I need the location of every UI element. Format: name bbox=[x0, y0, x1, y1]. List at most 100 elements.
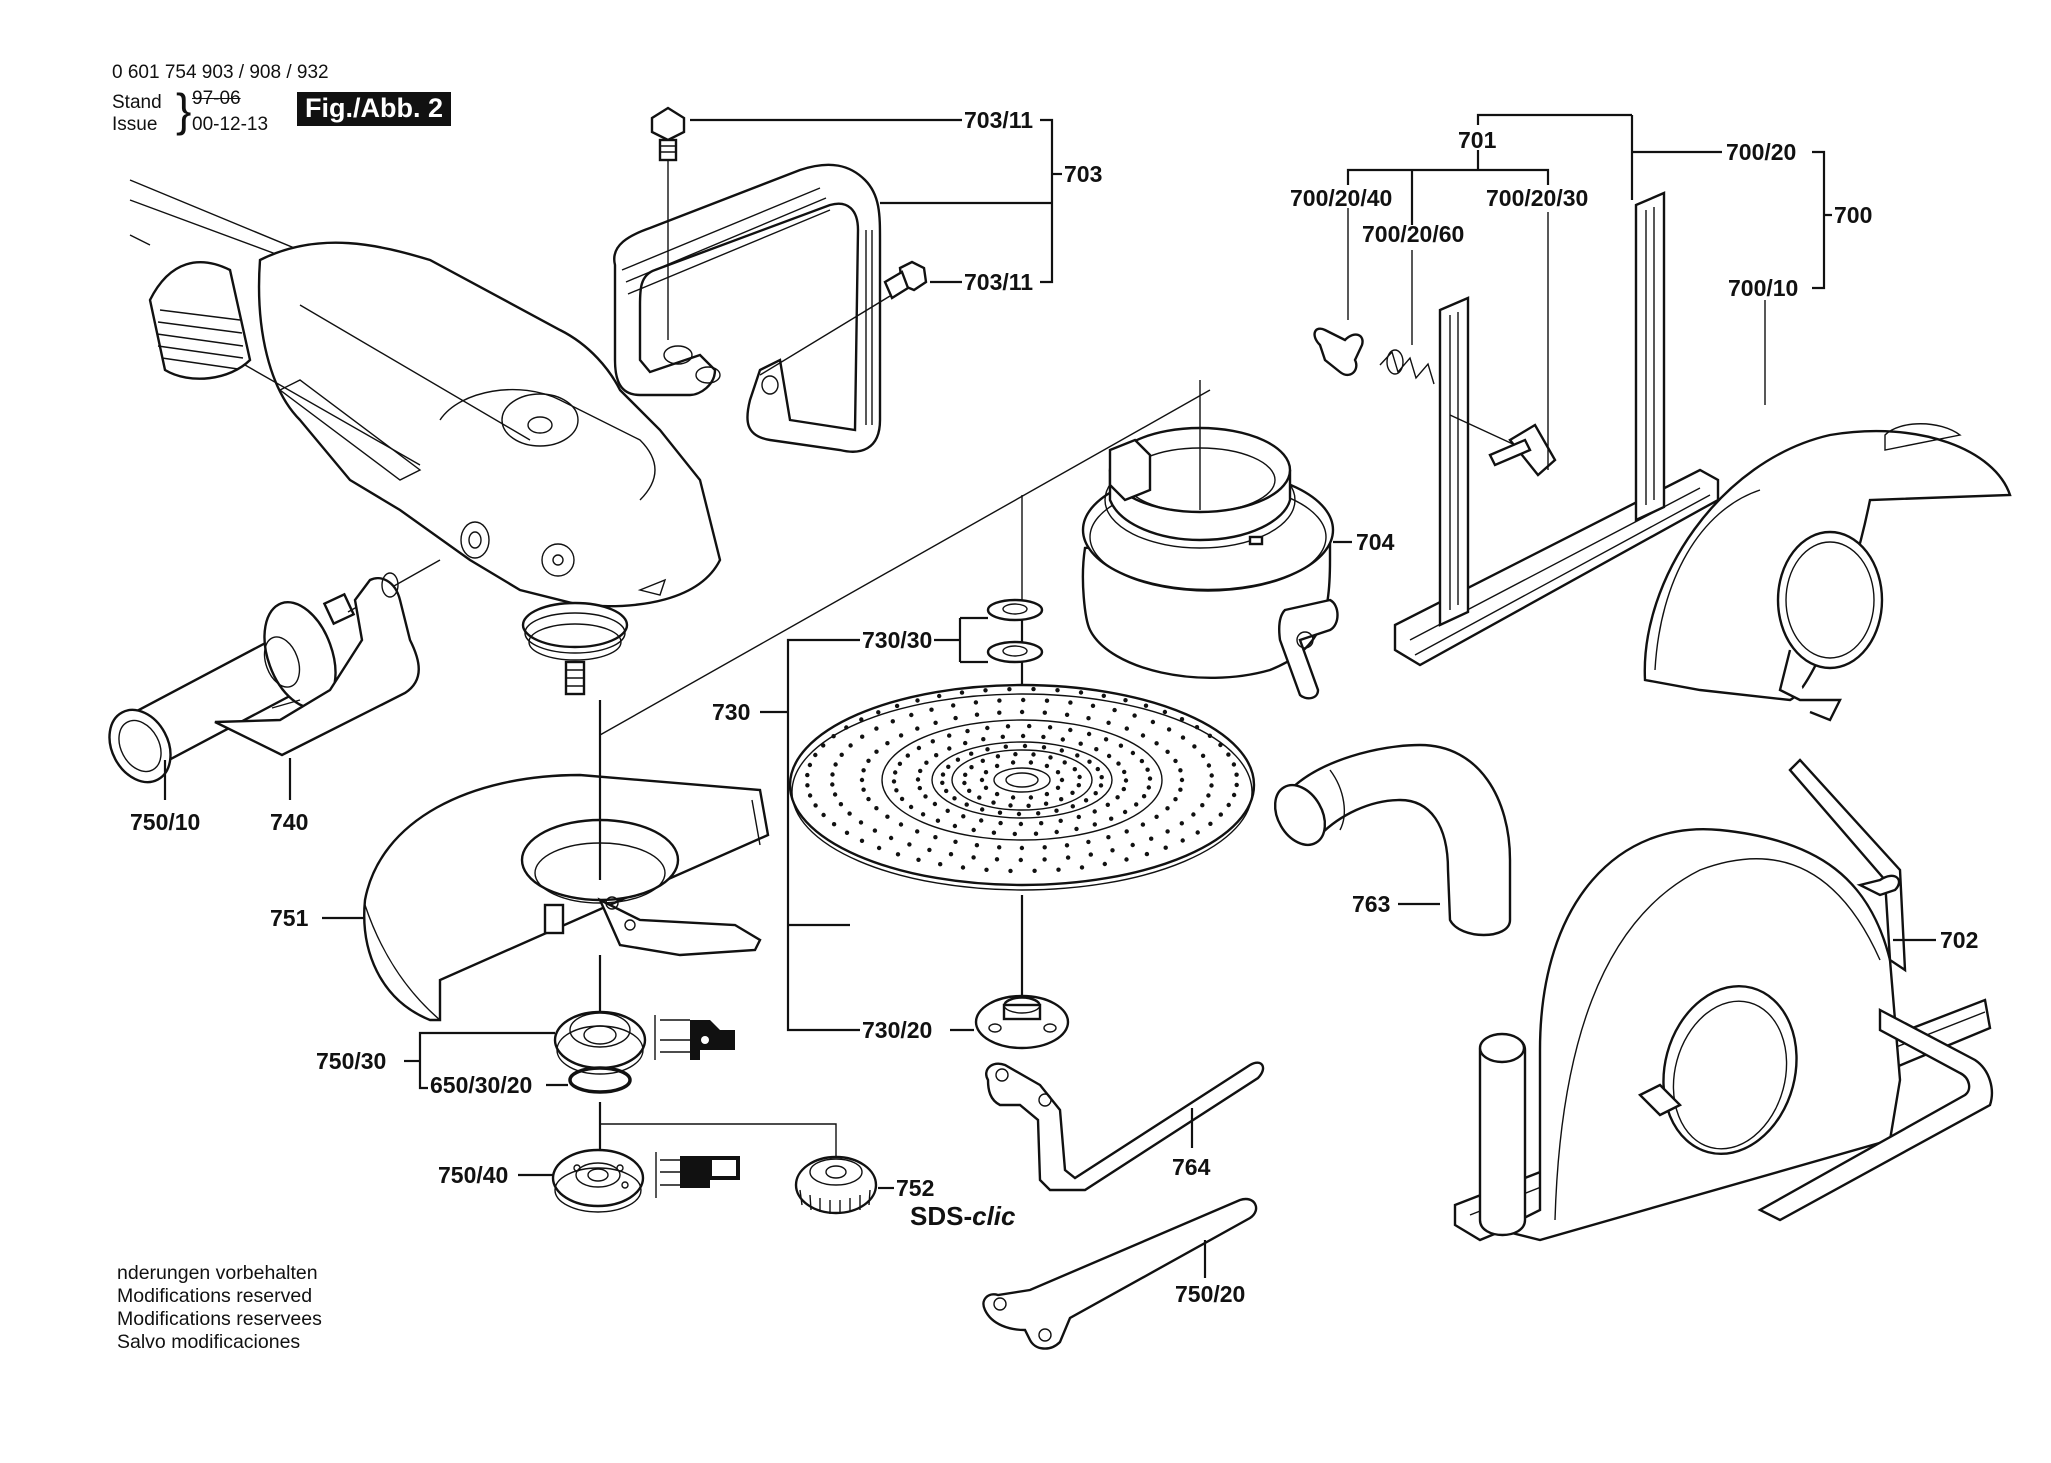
pad-perforation bbox=[1055, 688, 1060, 693]
pad-perforation bbox=[1118, 743, 1124, 748]
pad-perforation bbox=[971, 827, 976, 833]
pad-perforation bbox=[933, 720, 938, 725]
pad-perforation bbox=[844, 830, 850, 835]
pad-perforation bbox=[888, 835, 894, 841]
pad-perforation bbox=[1092, 809, 1097, 814]
pad-perforation bbox=[1086, 839, 1091, 845]
pad-perforation bbox=[964, 802, 969, 807]
pad-perforation bbox=[847, 811, 852, 816]
pad-perforation bbox=[1130, 842, 1135, 848]
pad-perforation bbox=[994, 791, 1000, 797]
pad-perforation bbox=[874, 726, 879, 731]
pad-perforation bbox=[991, 830, 997, 835]
pad-perforation bbox=[894, 703, 900, 709]
pad-perforation bbox=[927, 847, 932, 853]
pad-perforation bbox=[894, 788, 899, 793]
pad-perforation bbox=[1054, 829, 1059, 835]
pad-perforation bbox=[1165, 749, 1170, 754]
pad-perforation bbox=[1106, 720, 1111, 725]
pad-perforation bbox=[1123, 698, 1128, 703]
pad-perforation bbox=[983, 785, 989, 790]
pad-perforation bbox=[807, 793, 813, 798]
pad-perforation bbox=[1162, 709, 1168, 715]
pad-perforation bbox=[1166, 727, 1172, 732]
pad-perforation bbox=[1109, 816, 1114, 821]
pad-perforation bbox=[1087, 759, 1092, 764]
pad-perforation bbox=[885, 814, 890, 819]
pad-perforation bbox=[1134, 802, 1139, 807]
pad-perforation bbox=[1098, 783, 1104, 788]
old-date-struck: 97-06 bbox=[192, 88, 241, 109]
label-704: 704 bbox=[1356, 529, 1395, 555]
pad-perforation bbox=[947, 746, 952, 751]
pad-perforation bbox=[1021, 697, 1026, 703]
pad-perforation bbox=[1121, 786, 1127, 792]
clamping-nut bbox=[551, 1148, 645, 1213]
pad-perforation bbox=[861, 787, 866, 792]
pad-perforation bbox=[1076, 814, 1082, 820]
label-700-20-40: 700/20/40 bbox=[1290, 185, 1392, 211]
pad-perforation bbox=[1207, 733, 1213, 738]
leader-701-branch bbox=[1346, 150, 1550, 225]
pad-perforation bbox=[1018, 821, 1024, 827]
pad-perforation bbox=[984, 867, 989, 872]
pad-perforation bbox=[1022, 743, 1028, 749]
pad-perforation bbox=[1191, 812, 1196, 817]
note-es: Salvo modificaciones bbox=[117, 1331, 301, 1353]
modification-notes: nderungen vorbehalten Modifications rese… bbox=[117, 1262, 322, 1354]
label-703: 703 bbox=[1064, 161, 1102, 187]
cutting-guard-cover bbox=[1643, 423, 2012, 722]
pad-perforation bbox=[997, 810, 1003, 815]
pad-perforation bbox=[1059, 748, 1065, 753]
pad-perforation bbox=[952, 796, 957, 801]
pad-perforation bbox=[1033, 831, 1039, 836]
leader-730-bracket bbox=[786, 638, 860, 1032]
washers bbox=[986, 598, 1044, 664]
pad-perforation bbox=[876, 710, 881, 715]
pad-perforation bbox=[1226, 752, 1231, 757]
pad-perforation bbox=[860, 734, 865, 739]
flange-profile-icon-bottom bbox=[655, 1152, 740, 1198]
pad-perforation bbox=[1070, 790, 1075, 795]
pad-perforation bbox=[933, 835, 938, 840]
pad-perforation bbox=[1163, 845, 1168, 850]
pad-perforation bbox=[977, 795, 982, 800]
pad-perforation bbox=[908, 804, 914, 810]
pad-perforation bbox=[1076, 783, 1082, 788]
pad-perforation bbox=[893, 770, 898, 775]
label-730-30: 730/30 bbox=[862, 627, 932, 653]
pad-perforation bbox=[1234, 782, 1239, 788]
pad-perforation bbox=[946, 764, 951, 769]
pad-perforation bbox=[1077, 774, 1082, 780]
pad-perforation bbox=[1064, 843, 1070, 848]
pad-perforation bbox=[1062, 760, 1067, 765]
pad-perforation bbox=[1041, 745, 1047, 750]
pad-perforation bbox=[940, 772, 946, 777]
pad-perforation bbox=[1147, 776, 1153, 781]
pad-perforation bbox=[965, 728, 970, 734]
pad-perforation bbox=[805, 783, 810, 788]
pad-perforation bbox=[821, 812, 826, 818]
pad-perforation bbox=[1112, 707, 1117, 713]
pad-perforation bbox=[940, 780, 945, 785]
pad-perforation bbox=[997, 845, 1002, 850]
pad-perforation bbox=[1083, 798, 1089, 803]
pad-perforation bbox=[899, 796, 905, 802]
pad-perforation bbox=[967, 788, 972, 793]
pad-perforation bbox=[1218, 742, 1223, 748]
sds-prefix: SDS- bbox=[910, 1201, 972, 1231]
pad-perforation bbox=[962, 780, 967, 786]
note-en: Modifications reserved bbox=[117, 1285, 313, 1307]
pad-perforation bbox=[1149, 836, 1154, 841]
pad-perforation bbox=[947, 733, 952, 738]
pad-perforation bbox=[916, 857, 921, 862]
pad-perforation bbox=[1028, 795, 1034, 800]
label-700-20-30: 700/20/30 bbox=[1486, 185, 1588, 211]
pad-perforation bbox=[1130, 750, 1136, 756]
pad-perforation bbox=[1093, 791, 1098, 796]
pad-perforation bbox=[838, 802, 844, 807]
pad-perforation bbox=[813, 752, 818, 758]
pad-perforation bbox=[848, 743, 853, 748]
pad-perforation bbox=[959, 690, 965, 695]
